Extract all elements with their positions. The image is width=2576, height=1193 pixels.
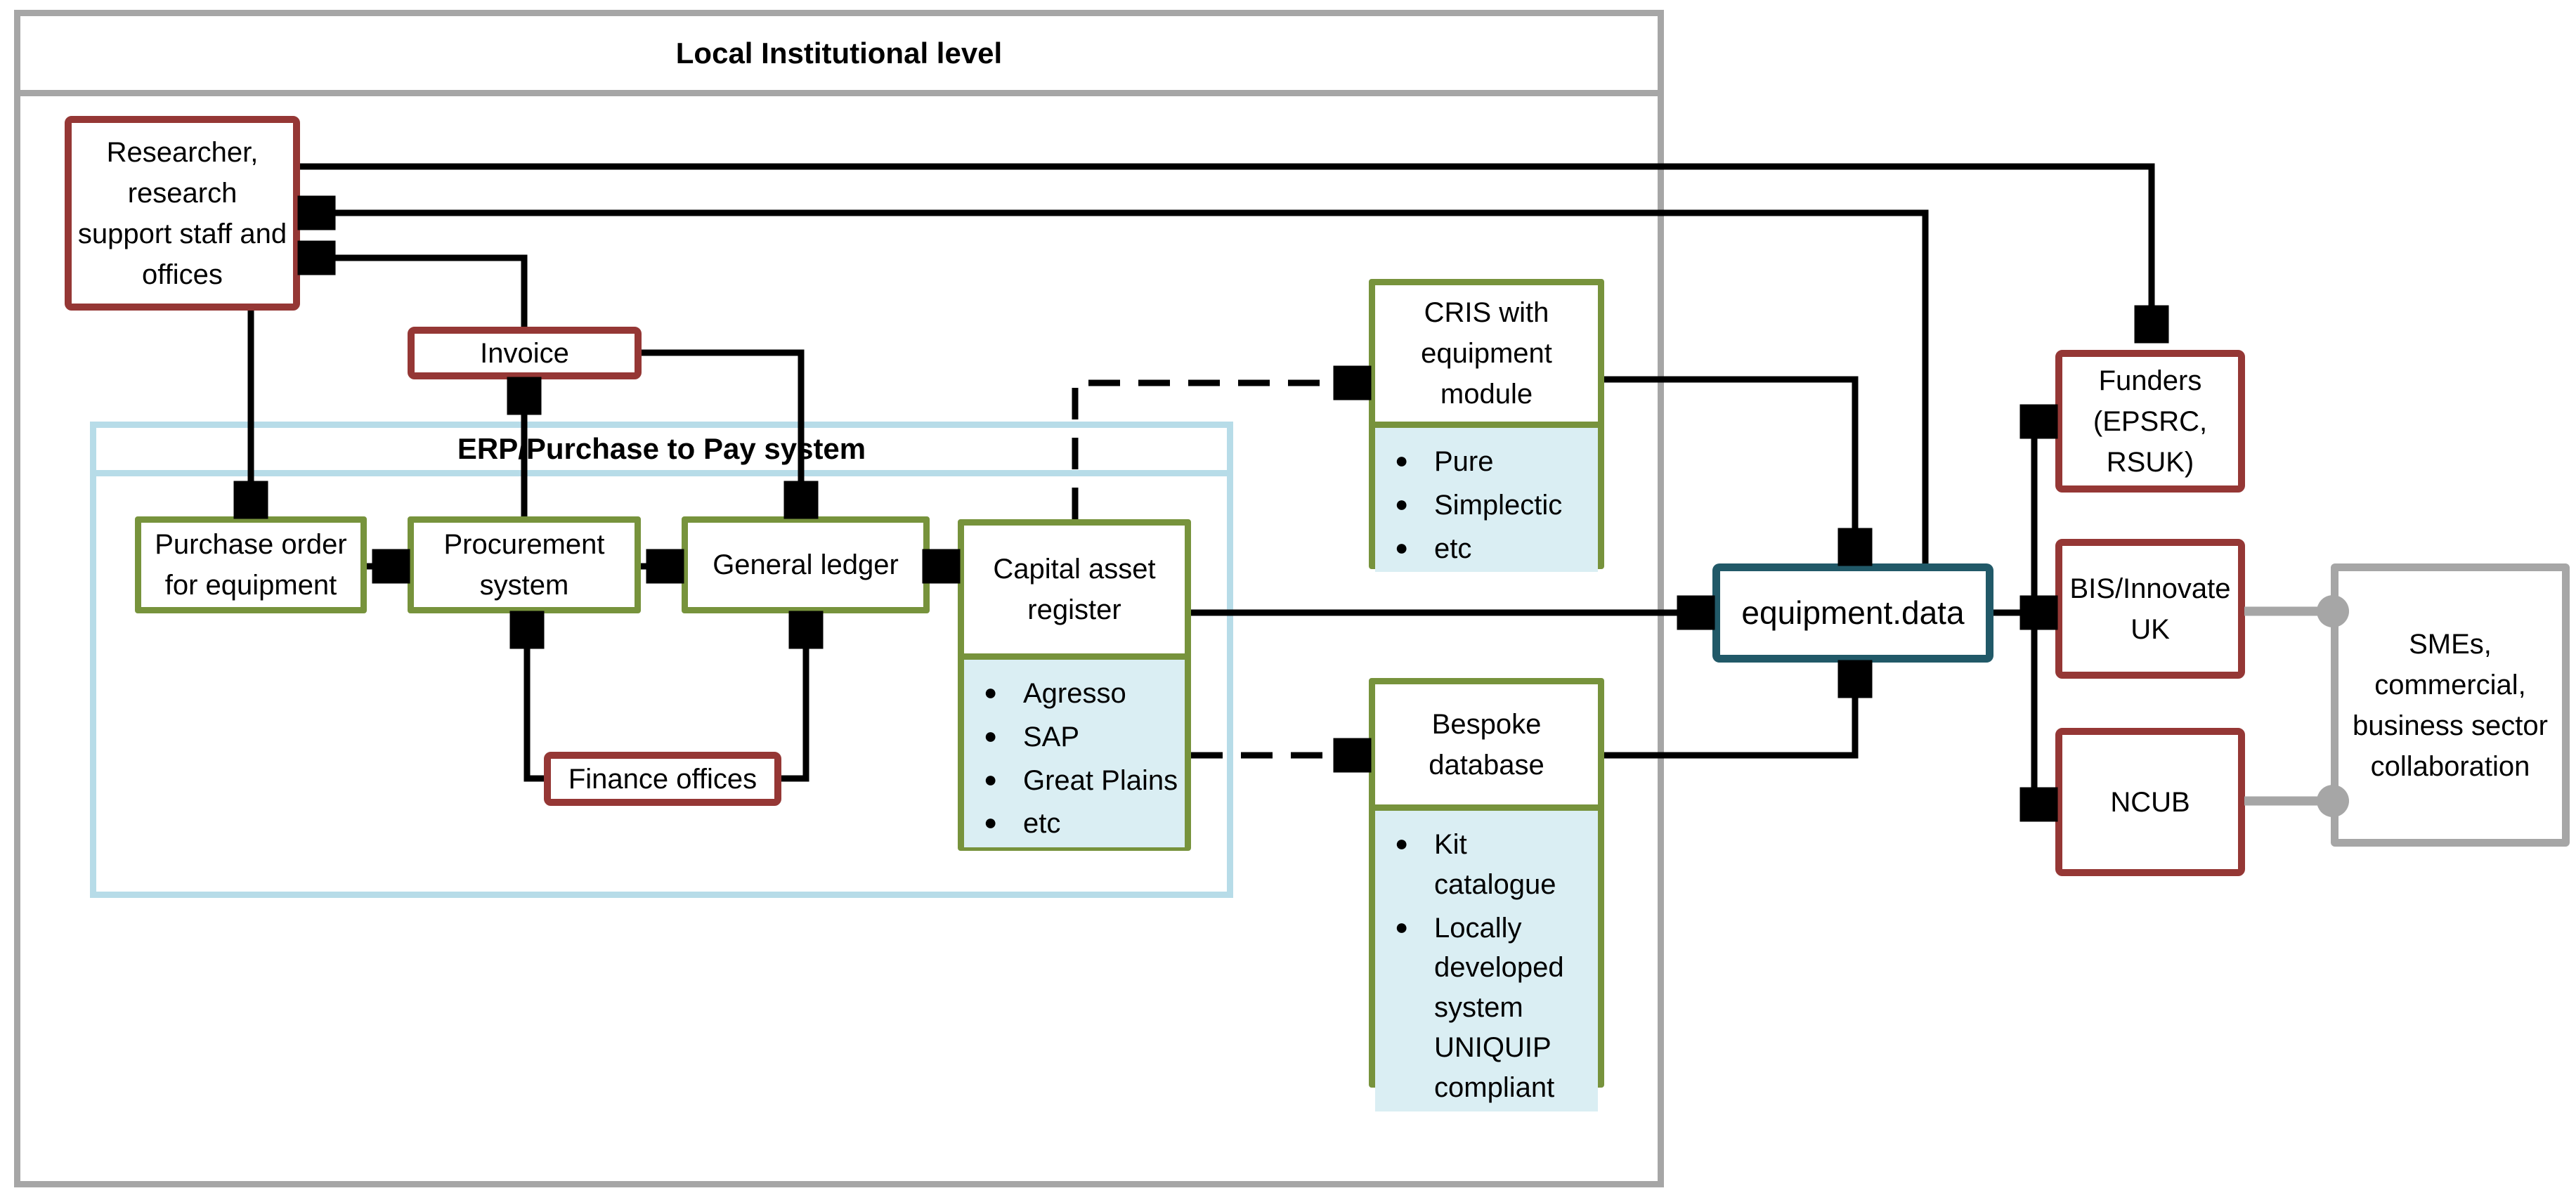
node-capital-asset-register-list: Agresso SAP Great Plains etc xyxy=(964,660,1185,848)
node-bespoke-database-label: Bespoke database xyxy=(1429,708,1544,781)
list-item: etc xyxy=(1395,529,1592,569)
erp-container-header: ERP/Purchase to Pay system xyxy=(96,428,1227,476)
node-equipment-data: equipment.data xyxy=(1712,563,1993,663)
node-bespoke-database: Bespoke database Kit catalogue Locally d… xyxy=(1369,678,1604,1111)
node-ncub: NCUB xyxy=(2055,728,2245,876)
node-general-ledger: General ledger xyxy=(682,516,930,613)
node-cris-label: CRIS with equipment module xyxy=(1421,297,1552,410)
node-capital-asset-register-label: Capital asset register xyxy=(993,554,1156,625)
node-general-ledger-label: General ledger xyxy=(713,549,899,580)
node-cris: CRIS with equipment module Pure Simplect… xyxy=(1369,279,1604,573)
node-funders: Funders (EPSRC, RSUK) xyxy=(2055,350,2245,493)
list-item: Agresso xyxy=(984,674,1179,714)
node-bespoke-database-list: Kit catalogue Locally developed system U… xyxy=(1375,811,1598,1111)
node-invoice: Invoice xyxy=(408,327,642,379)
node-smes-label: SMEs, commercial, business sector collab… xyxy=(2353,628,2548,782)
node-purchase-order-label: Purchase order for equipment xyxy=(155,529,347,601)
node-funders-label: Funders (EPSRC, RSUK) xyxy=(2093,365,2208,478)
list-item: Locally developed system UNIQUIP complia… xyxy=(1395,908,1592,1108)
node-bespoke-database-title: Bespoke database xyxy=(1375,684,1598,811)
node-smes: SMEs, commercial, business sector collab… xyxy=(2331,563,2570,847)
erp-container-title: ERP/Purchase to Pay system xyxy=(457,432,866,465)
node-bis-innovate-uk: BIS/Innovate UK xyxy=(2055,539,2245,679)
list-item: Pure xyxy=(1395,442,1592,482)
institutional-frame xyxy=(14,90,1664,1187)
node-ncub-label: NCUB xyxy=(2110,786,2190,818)
node-cris-title: CRIS with equipment module xyxy=(1375,285,1598,428)
frame-title-text: Local Institutional level xyxy=(675,36,1003,70)
node-bis-innovate-uk-label: BIS/Innovate UK xyxy=(2069,573,2231,645)
node-invoice-label: Invoice xyxy=(480,337,569,369)
frame-title-bar: Local Institutional level xyxy=(14,10,1664,90)
node-finance-offices: Finance offices xyxy=(544,752,781,806)
node-procurement-system-label: Procurement system xyxy=(443,529,605,601)
node-cris-list: Pure Simplectic etc xyxy=(1375,428,1598,573)
list-item: SAP xyxy=(984,717,1179,757)
list-item: Kit catalogue xyxy=(1395,825,1592,905)
node-researcher: Researcher, research support staff and o… xyxy=(65,116,300,311)
node-purchase-order: Purchase order for equipment xyxy=(135,516,367,613)
node-capital-asset-register: Capital asset register Agresso SAP Great… xyxy=(958,519,1191,851)
list-item: Simplectic xyxy=(1395,485,1592,526)
list-item: Great Plains xyxy=(984,761,1179,801)
node-researcher-label: Researcher, research support staff and o… xyxy=(77,136,287,290)
node-capital-asset-register-title: Capital asset register xyxy=(964,526,1185,660)
node-procurement-system: Procurement system xyxy=(408,516,641,613)
node-equipment-data-label: equipment.data xyxy=(1741,594,1965,632)
list-item: etc xyxy=(984,804,1179,844)
node-finance-offices-label: Finance offices xyxy=(568,763,757,795)
